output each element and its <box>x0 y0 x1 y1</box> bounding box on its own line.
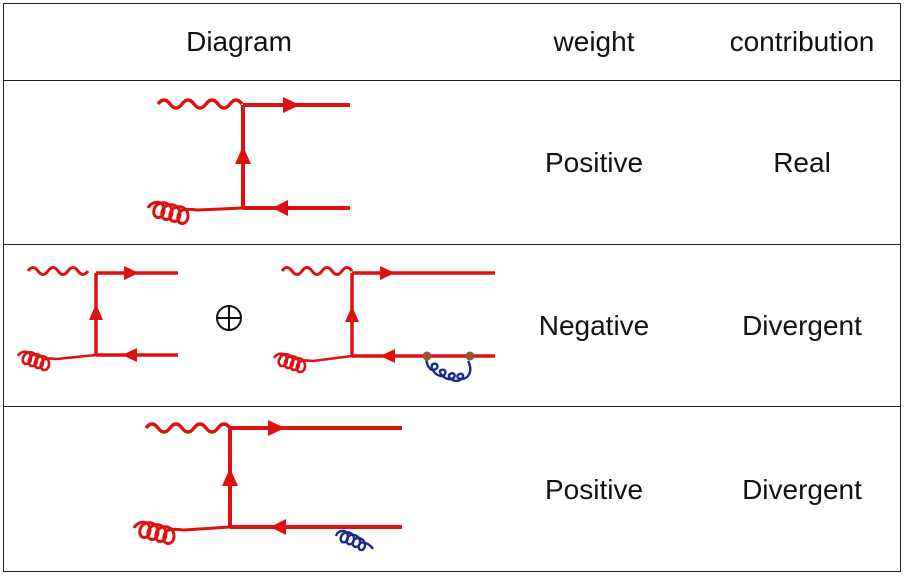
comparison-table: Diagram weight contribution Positive Rea… <box>3 3 901 572</box>
photon-line <box>26 266 90 276</box>
gluon-line <box>16 350 97 372</box>
row1-weight: Positive <box>544 147 644 178</box>
row3-weight: Positive <box>544 473 644 505</box>
row1-contribution: Real <box>773 147 831 178</box>
arrow-up <box>345 306 359 322</box>
row-divider <box>4 406 900 407</box>
vertex-dot <box>422 351 432 361</box>
header-weight: weight <box>553 26 635 57</box>
gluon-emission <box>334 529 374 552</box>
photon-line <box>280 266 354 276</box>
vertex-dot <box>465 351 475 361</box>
arrow-left <box>122 348 137 362</box>
arrow-right <box>268 420 285 436</box>
gluon-line <box>272 352 353 374</box>
gluon-line <box>146 200 244 225</box>
row2-weight: Negative <box>538 310 650 341</box>
arrow-left <box>380 349 395 363</box>
arrow-right <box>380 266 395 280</box>
arrow-up <box>222 468 238 486</box>
arrow-left <box>272 200 288 216</box>
gluon-line <box>132 520 231 545</box>
header-diagram: Diagram <box>186 26 292 57</box>
photon-line <box>156 98 244 110</box>
row3-contribution: Divergent <box>742 473 862 505</box>
header-contribution: contribution <box>729 26 875 57</box>
arrow-up <box>89 304 103 320</box>
row-divider <box>4 244 900 245</box>
row2-contribution: Divergent <box>742 310 862 341</box>
row-divider <box>4 80 900 81</box>
row1-diagram <box>146 97 350 225</box>
oplus-operator <box>216 305 242 331</box>
photon-line <box>144 422 232 434</box>
arrow-left <box>270 519 286 535</box>
row2-left-diagram <box>16 266 178 372</box>
row3-diagram <box>132 420 402 552</box>
row2-right-diagram <box>272 266 495 382</box>
gluon-loop <box>425 355 472 382</box>
arrow-up <box>235 146 251 164</box>
arrow-right <box>283 97 300 113</box>
arrow-right <box>124 266 139 280</box>
